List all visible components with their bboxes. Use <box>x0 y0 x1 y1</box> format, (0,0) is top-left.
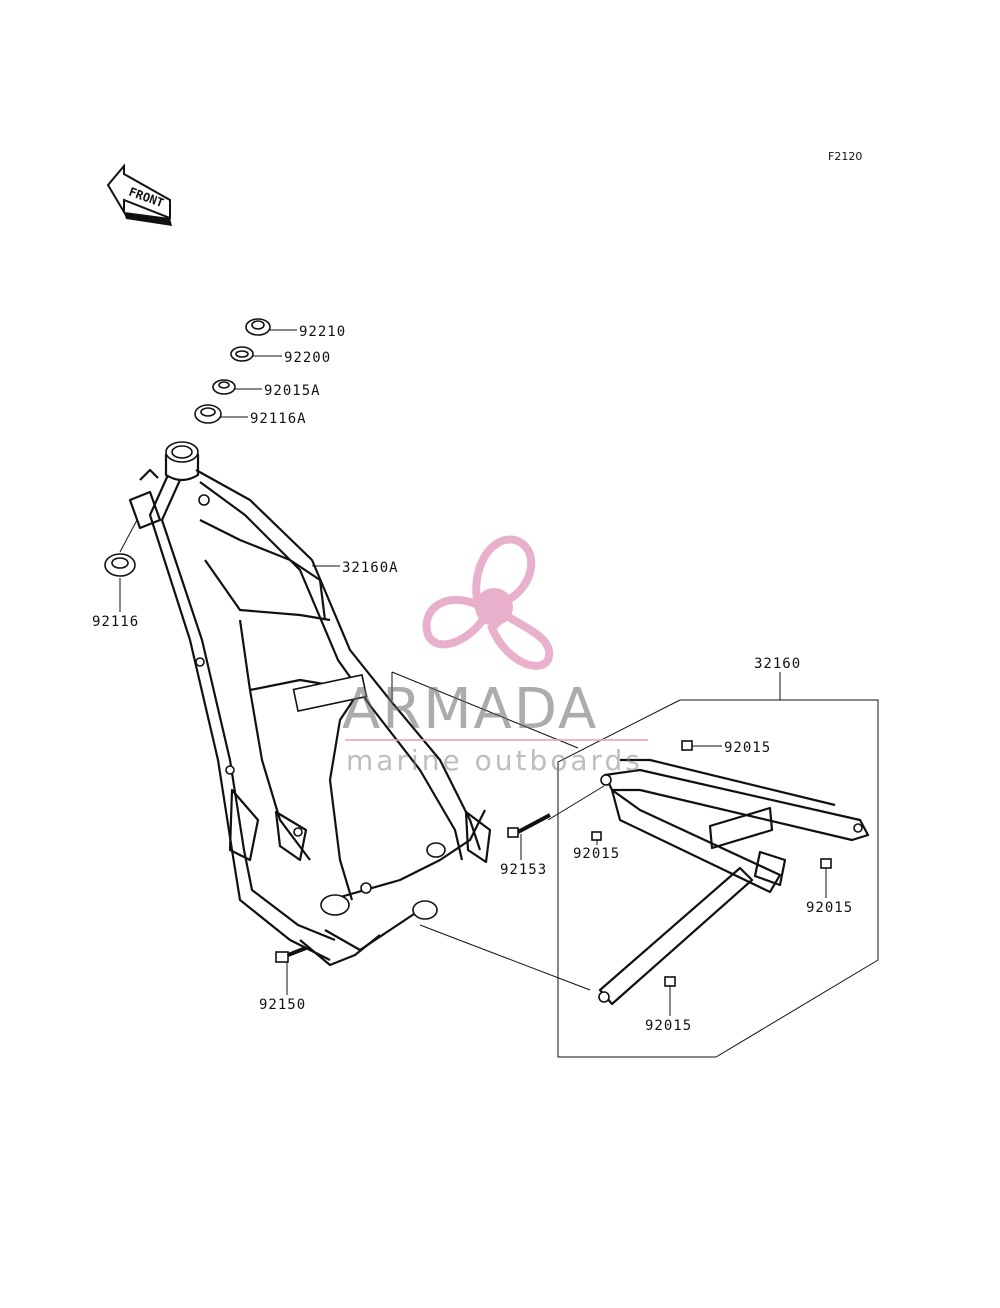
label-92153: 92153 <box>500 862 547 878</box>
washer-92200-icon <box>230 346 254 362</box>
bearing-92116-icon <box>104 553 136 577</box>
nut-92210-icon <box>245 318 271 336</box>
label-92210: 92210 <box>299 324 346 340</box>
watermark: ARMADA marine outboards <box>342 535 648 777</box>
label-92116A: 92116A <box>250 411 307 427</box>
label-92116: 92116 <box>92 614 139 630</box>
label-92150: 92150 <box>259 997 306 1013</box>
label-92015-bottom: 92015 <box>645 1018 692 1034</box>
label-92015-mid: 92015 <box>573 846 620 862</box>
label-32160: 32160 <box>754 656 801 672</box>
watermark-tagline: marine outboards <box>346 744 643 777</box>
leader-lines <box>119 329 827 1016</box>
nut-92015A-icon <box>212 379 236 395</box>
bearing-92116A-icon <box>194 404 222 424</box>
main-frame-32160A <box>128 441 492 967</box>
label-92200: 92200 <box>284 350 331 366</box>
label-92015-top: 92015 <box>724 740 771 756</box>
front-arrow-icon: FRONT <box>106 163 172 226</box>
propeller-logo-icon <box>422 535 554 670</box>
bolt-92015-top-icon <box>681 740 693 751</box>
bolt-92150-icon <box>275 946 307 963</box>
watermark-brand: ARMADA <box>342 677 598 742</box>
bolt-92153-icon <box>507 813 551 838</box>
bolt-92015-mid-icon <box>591 831 602 841</box>
label-92015-right: 92015 <box>806 900 853 916</box>
bolt-92015-bottom-icon <box>664 976 676 987</box>
subframe-32160 <box>591 740 870 1006</box>
diagram-code: F2120 <box>828 150 862 163</box>
label-92015A: 92015A <box>264 383 321 399</box>
label-32160A: 32160A <box>342 560 399 576</box>
bolt-92015-right-icon <box>820 858 832 869</box>
subframe-group-box <box>557 699 879 1058</box>
